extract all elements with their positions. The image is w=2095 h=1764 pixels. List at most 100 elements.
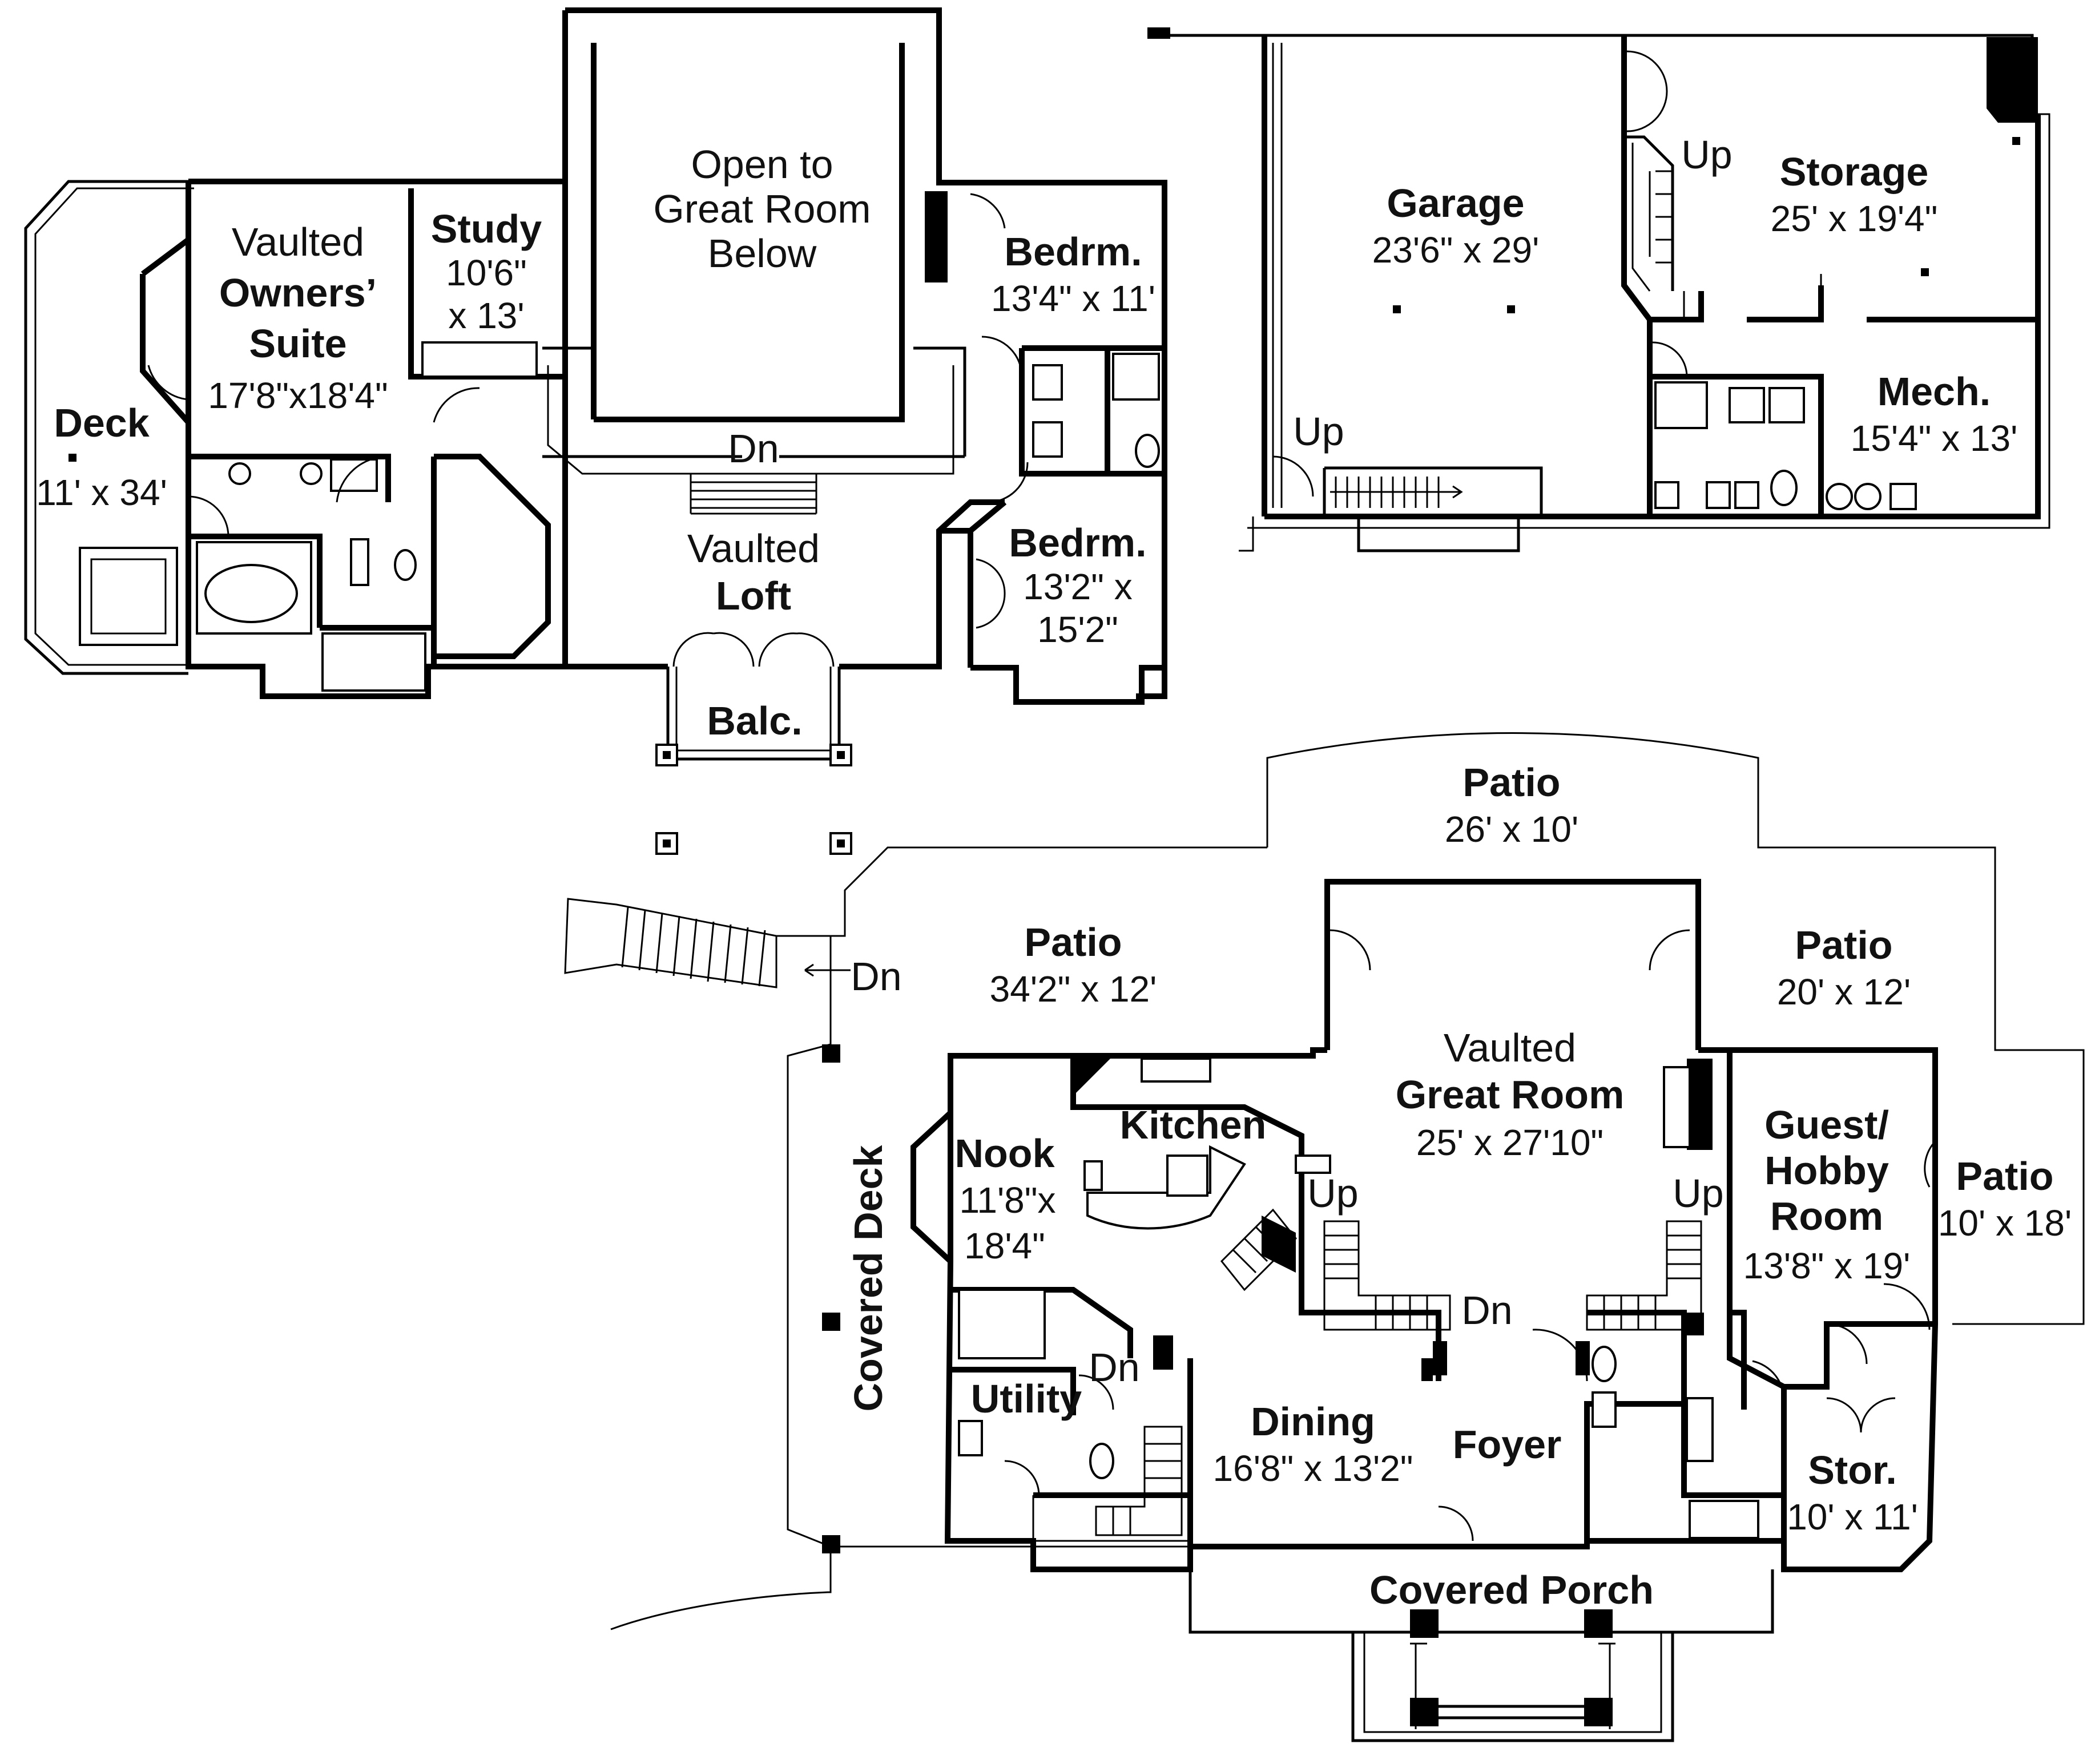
porch-column xyxy=(1410,1698,1439,1726)
great-room-size: 25' x 27'10" xyxy=(1416,1122,1604,1163)
kitchen-island xyxy=(1086,1145,1246,1230)
sink-icon xyxy=(1729,387,1765,423)
utility-stair xyxy=(1032,1426,1191,1542)
water-heater-icon xyxy=(1854,483,1882,510)
patio-left-label: Patio xyxy=(1024,920,1122,964)
patio-top-label: Patio xyxy=(1463,760,1560,805)
owners-suite-label-2: Suite xyxy=(249,321,347,366)
nook-bay xyxy=(910,1111,953,1264)
door-swing xyxy=(1272,455,1314,497)
deck-size: 11' x 34' xyxy=(36,472,167,513)
door-swing xyxy=(1078,1374,1114,1410)
covered-deck-label: Covered Deck xyxy=(846,1145,891,1411)
bedroom-2-size-1: 13'2" x xyxy=(1023,566,1133,607)
great-room-stair xyxy=(1220,1208,1702,1331)
patio-right-label: Patio xyxy=(1795,923,1892,967)
door-swing xyxy=(1532,1329,1588,1382)
guest-room-label-3: Room xyxy=(1770,1194,1883,1238)
bedroom-2-size-2: 15'2" xyxy=(1037,609,1118,650)
storage-stair-up: Up xyxy=(1681,132,1732,177)
kitchen-sink-icon xyxy=(1141,1057,1211,1083)
bedroom-2-label: Bedrm. xyxy=(1009,520,1146,565)
sink-icon xyxy=(1032,421,1063,458)
main-floor-walls xyxy=(944,1047,1327,1572)
owners-suite-label-1: Owners’ xyxy=(219,271,377,315)
door-swing xyxy=(1826,1323,1868,1365)
storage-size: 10' x 11' xyxy=(1787,1496,1918,1537)
door-swing xyxy=(188,495,229,537)
patio-side-size: 10' x 18' xyxy=(1938,1202,2072,1244)
door-swing xyxy=(433,387,480,423)
guest-room-label-1: Guest/ xyxy=(1764,1103,1889,1147)
loft-stair-dn: Dn xyxy=(728,426,779,471)
loft-vaulted: Vaulted xyxy=(687,526,820,571)
closet-doors xyxy=(1826,1397,1896,1433)
sink-icon xyxy=(1083,1160,1103,1191)
owners-suite-vaulted: Vaulted xyxy=(232,220,364,264)
post-icon xyxy=(69,454,76,462)
front-door xyxy=(1438,1505,1474,1541)
loft-label: Loft xyxy=(716,574,791,618)
door-swing xyxy=(1626,50,1668,132)
balcony-doors xyxy=(672,632,835,667)
post-icon xyxy=(822,1535,840,1553)
mech-label: Mech. xyxy=(1878,369,1991,414)
door-swing xyxy=(1924,1140,1936,1188)
toilet-icon xyxy=(1089,1443,1114,1479)
door-swing xyxy=(981,336,1023,377)
deck-stair-dn: Dn xyxy=(851,954,901,999)
furnace-icon xyxy=(1889,483,1917,510)
dining-label: Dining xyxy=(1251,1399,1375,1444)
garage-label: Garage xyxy=(1387,181,1524,225)
open-to-line-1: Open to xyxy=(691,142,833,187)
balcony-label: Balc. xyxy=(707,699,802,743)
patio-right-size: 20' x 12' xyxy=(1777,971,1911,1012)
shower-icon xyxy=(1689,1500,1759,1539)
porch-column xyxy=(1584,1609,1613,1638)
basement-outer-walls xyxy=(1262,35,2041,519)
nook-size-1: 11'8"x xyxy=(960,1180,1056,1221)
washer-dryer-icon xyxy=(958,1289,1046,1359)
toilet-icon xyxy=(1135,434,1160,468)
closet-doors xyxy=(976,558,1006,629)
stair-up-left: Up xyxy=(1307,1171,1358,1216)
patio-side-label: Patio xyxy=(1956,1154,2053,1198)
patio-outline xyxy=(1266,732,2085,1325)
patio-top-size: 26' x 10' xyxy=(1445,809,1578,850)
great-room-vaulted: Vaulted xyxy=(1444,1026,1576,1070)
owners-suite-size: 17'8"x18'4" xyxy=(208,375,388,416)
main-floor: Patio 26' x 10' Patio 34'2" x 12' Patio … xyxy=(564,732,2085,1742)
post-icon xyxy=(829,744,852,766)
sink-icon xyxy=(1768,387,1805,423)
door-swing xyxy=(1752,1360,1785,1402)
study-size-1: 10'6" xyxy=(446,252,527,293)
porch-column xyxy=(1584,1698,1613,1726)
patio-left-size: 34'2" x 12' xyxy=(990,968,1157,1010)
stair-up-right: Up xyxy=(1673,1171,1723,1216)
door-swing xyxy=(970,193,1006,229)
post-icon xyxy=(822,1044,840,1063)
deck-label: Deck xyxy=(54,401,149,445)
nook-size-2: 18'4" xyxy=(964,1225,1045,1266)
utility-label: Utility xyxy=(971,1377,1082,1421)
post-icon xyxy=(822,1313,840,1331)
open-to-line-3: Below xyxy=(708,231,817,276)
upper-floor: Deck 11' x 34' Vaulted Owners’ Suite 17'… xyxy=(24,7,1167,855)
shower-icon xyxy=(1112,353,1160,401)
great-room-stair-dn: Dn xyxy=(1461,1288,1512,1333)
hot-tub-icon xyxy=(79,547,178,646)
garage-stair-up: Up xyxy=(1293,409,1344,454)
sink-icon xyxy=(228,462,251,485)
loft-stair xyxy=(690,474,817,515)
foyer-label: Foyer xyxy=(1453,1422,1562,1467)
kitchen-label: Kitchen xyxy=(1120,1103,1267,1147)
water-heater-icon xyxy=(1826,483,1853,510)
nook-label: Nook xyxy=(955,1131,1055,1176)
chimney-mass xyxy=(1987,37,2038,123)
storage-stair xyxy=(1631,143,1673,292)
cooktop-icon xyxy=(1166,1155,1208,1197)
mech-size: 15'4" x 13' xyxy=(1851,418,2018,459)
deck-outline xyxy=(24,180,188,675)
post-icon xyxy=(655,744,678,766)
